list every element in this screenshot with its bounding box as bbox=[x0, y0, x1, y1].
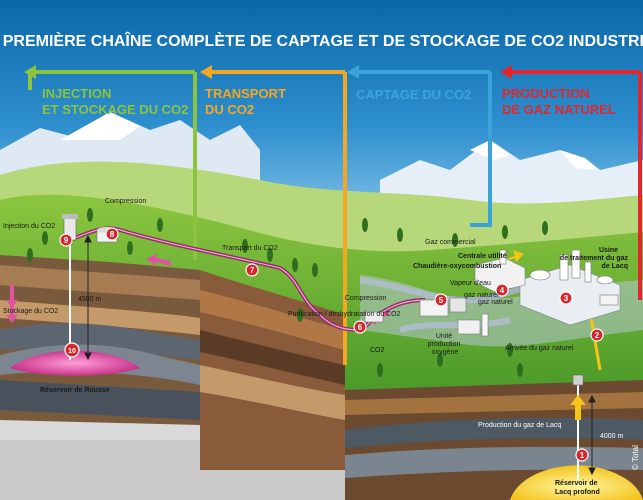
label-chaudiere: Chaudière-oxycombustion bbox=[413, 263, 501, 270]
label-transport: Transport du CO2 bbox=[222, 245, 278, 252]
utility-plant bbox=[474, 249, 526, 293]
compression-center-building bbox=[364, 297, 467, 323]
label-gaz-commercial: Gaz commercial bbox=[425, 239, 476, 246]
label-purification: Purification / déshydratation du CO2 bbox=[288, 311, 401, 318]
oxygen-unit bbox=[457, 313, 489, 337]
stage-production-line2: DE GAZ NATUREL bbox=[502, 102, 616, 117]
flow-arrow-pink-1 bbox=[146, 253, 171, 267]
step-markers: 1 2 3 4 5 6 7 8 9 10 bbox=[59, 227, 604, 462]
svg-text:8: 8 bbox=[110, 230, 115, 239]
label-injection: Injection du CO2 bbox=[3, 223, 55, 230]
depth-arrow-left bbox=[84, 234, 92, 361]
label-compression-center: Compression bbox=[345, 295, 386, 302]
copyright-label: © Total bbox=[631, 445, 640, 470]
flow-arrowheads bbox=[24, 65, 512, 79]
label-usine-2: de traitement du gaz bbox=[560, 255, 629, 262]
label-gaz-naturel-pipe2: gaz naturel bbox=[464, 292, 499, 299]
label-production-gaz: Production du gaz de Lacq bbox=[478, 422, 561, 429]
label-unite-oxygene-l2: production bbox=[428, 341, 461, 348]
stage-transport-line1: TRANSPORT bbox=[205, 86, 286, 101]
label-vapeur: Vapeur d'eau bbox=[450, 280, 491, 287]
svg-text:2: 2 bbox=[595, 331, 600, 340]
middle-cross-section bbox=[200, 270, 345, 470]
left-cross-section bbox=[0, 255, 200, 440]
stage-flow-lines bbox=[28, 70, 642, 365]
svg-text:5: 5 bbox=[439, 296, 444, 305]
marker-5: 5 bbox=[434, 293, 448, 307]
label-usine-3: de Lacq bbox=[602, 263, 628, 270]
label-unite-oxygene-l1: Unité bbox=[436, 333, 452, 340]
depth-arrow-right bbox=[588, 394, 596, 476]
label-depth-left: 4500 m bbox=[78, 296, 102, 303]
marker-10: 10 bbox=[64, 342, 80, 358]
label-stockage: Stockage du CO2 bbox=[3, 308, 58, 315]
label-reservoir-lacq-2: Lacq profond bbox=[555, 489, 600, 496]
stage-production-line1: PRODUCTION bbox=[502, 86, 589, 101]
label-unite-oxygene-l3: oxygène bbox=[432, 349, 459, 356]
label-reservoir-lacq-1: Réservoir de bbox=[555, 480, 598, 487]
base-plane bbox=[0, 440, 345, 500]
reservoir-rousse-shape bbox=[10, 350, 140, 376]
svg-text:4: 4 bbox=[500, 286, 505, 295]
svg-text:1: 1 bbox=[580, 451, 585, 460]
label-reservoir-rousse: Réservoir de Rousse bbox=[40, 387, 110, 394]
marker-3: 3 bbox=[559, 291, 573, 305]
label-compression-left: Compression bbox=[105, 198, 146, 205]
marker-2: 2 bbox=[590, 328, 604, 342]
marker-6: 6 bbox=[353, 320, 367, 334]
main-title: LA PREMIÈRE CHAÎNE COMPLÈTE DE CAPTAGE E… bbox=[0, 31, 643, 50]
stage-injection-line1: INJECTION bbox=[42, 86, 111, 101]
production-wellhead bbox=[572, 374, 584, 386]
trees bbox=[27, 208, 548, 377]
label-usine-1: Usine bbox=[599, 247, 618, 254]
label-arrivee: Arrivée du gaz naturel bbox=[505, 345, 574, 352]
marker-7: 7 bbox=[245, 263, 259, 277]
stage-injection-line2: ET STOCKAGE DU CO2 bbox=[42, 102, 188, 117]
svg-text:3: 3 bbox=[564, 294, 569, 303]
label-co2-out: CO2 bbox=[370, 347, 385, 354]
svg-text:10: 10 bbox=[68, 348, 76, 355]
svg-text:9: 9 bbox=[64, 236, 69, 245]
label-unite-oxygene: Unité production oxygène bbox=[428, 333, 463, 356]
right-cross-section bbox=[345, 380, 643, 500]
marker-4: 4 bbox=[495, 283, 509, 297]
reservoir-lacq-shape bbox=[510, 465, 643, 500]
stage-captage-line1: CAPTAGE DU CO2 bbox=[356, 87, 471, 102]
label-centrale: Centrale utilité bbox=[458, 253, 507, 260]
svg-text:7: 7 bbox=[250, 266, 255, 275]
marker-9: 9 bbox=[59, 233, 73, 247]
stage-transport-line2: DU CO2 bbox=[205, 102, 254, 117]
injection-arrows bbox=[6, 285, 18, 323]
marker-1: 1 bbox=[575, 448, 589, 462]
svg-text:6: 6 bbox=[358, 323, 363, 332]
label-depth-right: 4000 m bbox=[600, 433, 624, 440]
label-gaz-naturel-pipe: gaz naturel bbox=[478, 299, 513, 306]
marker-8: 8 bbox=[105, 227, 119, 241]
